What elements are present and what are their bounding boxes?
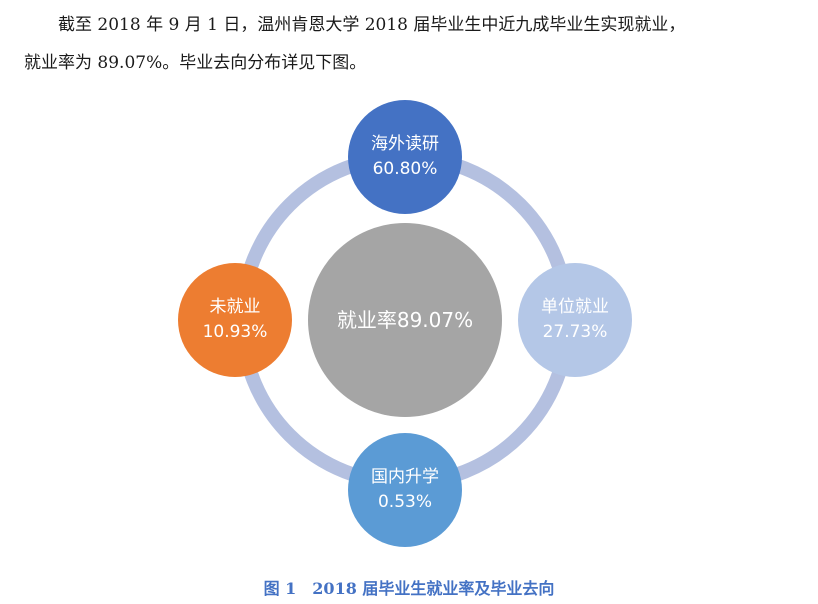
node-unemployed-name: 未就业 xyxy=(210,297,261,317)
node-domestic-grad-name: 国内升学 xyxy=(371,467,439,487)
node-unemployed-shape xyxy=(178,263,292,377)
node-employed-name: 单位就业 xyxy=(541,297,609,317)
node-overseas-grad-value: 60.80% xyxy=(373,159,438,179)
node-domestic-grad: 国内升学 0.53% xyxy=(348,433,462,547)
figure-caption-text: 2018 届毕业生就业率及毕业去向 xyxy=(312,579,555,598)
node-overseas-grad-name: 海外读研 xyxy=(371,134,439,154)
node-employed-value: 27.73% xyxy=(543,322,608,342)
center-circle-label: 就业率89.07% xyxy=(337,308,473,332)
node-unemployed-value: 10.93% xyxy=(203,322,268,342)
paragraph-line-1: 截至 2018 年 9 月 1 日，温州肯恩大学 2018 届毕业生中近九成毕业… xyxy=(58,15,686,35)
figure-caption: 图 1 2018 届毕业生就业率及毕业去向 xyxy=(0,575,818,599)
node-domestic-grad-value: 0.53% xyxy=(378,492,432,512)
paragraph-line-2: 就业率为 89.07%。毕业去向分布详见下图。 xyxy=(24,53,367,73)
node-employed-shape xyxy=(518,263,632,377)
node-overseas-grad-shape xyxy=(348,100,462,214)
node-employed: 单位就业 27.73% xyxy=(518,263,632,377)
intro-paragraph: 截至 2018 年 9 月 1 日，温州肯恩大学 2018 届毕业生中近九成毕业… xyxy=(24,6,804,82)
figure-number: 图 1 xyxy=(263,579,297,598)
node-unemployed: 未就业 10.93% xyxy=(178,263,292,377)
node-domestic-grad-shape xyxy=(348,433,462,547)
center-circle: 就业率89.07% xyxy=(308,223,502,417)
center-circle-shape xyxy=(308,223,502,417)
node-overseas-grad: 海外读研 60.80% xyxy=(348,100,462,214)
